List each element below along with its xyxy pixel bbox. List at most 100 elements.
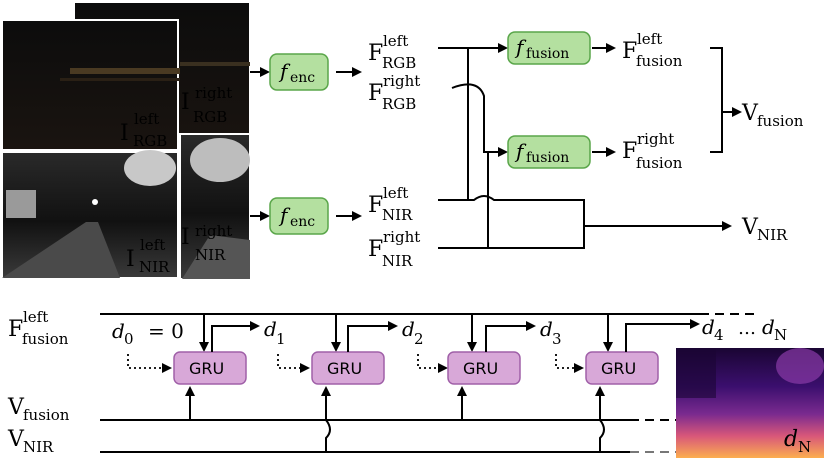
label-d0: d 0 = 0 — [112, 319, 184, 348]
svg-text:V: V — [7, 427, 25, 452]
svg-text:d: d — [762, 315, 775, 339]
rgb-left-image — [1, 19, 180, 151]
svg-text:I: I — [120, 121, 129, 146]
svg-text:GRU: GRU — [189, 359, 224, 378]
label-d3: d 3 — [540, 317, 562, 348]
svg-text:left: left — [23, 308, 48, 326]
svg-text:fusion: fusion — [526, 150, 569, 166]
svg-text:d: d — [264, 317, 277, 341]
label-d2: d 2 — [402, 317, 424, 348]
label-f-nir-right: F right NIR — [368, 228, 420, 270]
label-i-rgb-right: I right RGB — [181, 84, 232, 126]
svg-text:1: 1 — [276, 330, 286, 348]
label-f-rgb-right: F right RGB — [368, 72, 420, 113]
gru-box-2: GRU — [311, 351, 385, 385]
label-f-fusion-left-bottom: F left fusion — [8, 308, 69, 348]
svg-text:GRU: GRU — [327, 359, 362, 378]
label-v-nir-top: V NIR — [741, 215, 788, 244]
svg-text:fusion: fusion — [757, 112, 804, 130]
label-d1: d 1 — [264, 317, 286, 348]
svg-text:fusion: fusion — [636, 154, 683, 172]
svg-text:F: F — [368, 193, 383, 218]
svg-text:4: 4 — [714, 326, 724, 344]
svg-text:GRU: GRU — [463, 359, 498, 378]
svg-text:NIR: NIR — [757, 226, 788, 244]
fusion-box-bottom: f fusion — [507, 135, 591, 169]
label-d4: d 4 — [702, 315, 724, 344]
svg-text:RGB: RGB — [193, 108, 227, 126]
svg-text:left: left — [383, 184, 408, 202]
svg-text:left: left — [383, 32, 408, 50]
label-dn: … d N — [738, 315, 787, 344]
svg-text:d: d — [540, 317, 553, 341]
nir-left-image — [1, 150, 179, 279]
svg-text:N: N — [798, 438, 811, 456]
svg-text:enc: enc — [290, 214, 315, 230]
svg-text:NIR: NIR — [23, 438, 54, 456]
svg-text:V: V — [741, 101, 759, 126]
gru-box-1: GRU — [173, 351, 247, 385]
svg-text:2: 2 — [414, 330, 424, 348]
svg-text:3: 3 — [552, 330, 562, 348]
label-f-rgb-left: F left RGB — [368, 32, 416, 72]
svg-text:left: left — [140, 236, 165, 254]
svg-text:right: right — [383, 72, 420, 90]
label-v-fusion-top: V fusion — [741, 101, 804, 130]
label-dn-image: d N — [784, 427, 811, 456]
svg-text:RGB: RGB — [382, 95, 416, 113]
svg-text:enc: enc — [290, 70, 315, 86]
svg-text:F: F — [622, 139, 637, 164]
svg-text:right: right — [383, 228, 420, 246]
svg-text:GRU: GRU — [601, 359, 636, 378]
depth-map-image — [676, 348, 824, 458]
svg-text:d: d — [112, 319, 125, 343]
svg-text:F: F — [368, 41, 383, 66]
label-i-rgb-left: I left RGB — [120, 110, 167, 150]
svg-text:left: left — [134, 110, 159, 128]
svg-text:= 0: = 0 — [148, 319, 184, 343]
svg-text:fusion: fusion — [22, 330, 69, 348]
svg-text:d: d — [784, 427, 798, 452]
svg-text:N: N — [774, 326, 787, 344]
svg-text:0: 0 — [124, 330, 134, 348]
svg-text:d: d — [702, 315, 715, 339]
label-v-fusion-bottom: V fusion — [7, 395, 70, 424]
svg-text:RGB: RGB — [133, 132, 167, 150]
svg-text:V: V — [7, 395, 25, 420]
svg-text:I: I — [181, 225, 190, 250]
gru-box-4: GRU — [585, 351, 659, 385]
label-v-nir-bottom: V NIR — [7, 427, 54, 456]
svg-text:right: right — [195, 222, 232, 240]
svg-text:NIR: NIR — [139, 258, 170, 276]
nir-right-image — [179, 133, 251, 280]
svg-text:V: V — [741, 215, 759, 240]
svg-text:F: F — [8, 317, 23, 342]
svg-text:RGB: RGB — [382, 54, 416, 72]
label-f-fusion-left: F left fusion — [622, 30, 683, 70]
encoder-box-nir: f enc — [269, 197, 329, 235]
label-i-nir-right: I right NIR — [181, 222, 232, 264]
svg-text:NIR: NIR — [382, 206, 413, 224]
svg-text:fusion: fusion — [526, 46, 569, 62]
svg-text:F: F — [368, 237, 383, 262]
svg-text:NIR: NIR — [195, 246, 226, 264]
gru-box-3: GRU — [447, 351, 521, 385]
svg-text:F: F — [622, 39, 637, 64]
svg-text:I: I — [126, 247, 135, 272]
label-f-nir-left: F left NIR — [368, 184, 413, 224]
svg-text:fusion: fusion — [23, 406, 70, 424]
encoder-box-rgb: f enc — [269, 53, 329, 91]
svg-text:fusion: fusion — [636, 52, 683, 70]
label-i-nir-left: I left NIR — [126, 236, 170, 276]
svg-text:F: F — [368, 81, 383, 106]
fusion-box-top: f fusion — [507, 31, 591, 65]
svg-text:right: right — [637, 130, 674, 148]
svg-text:left: left — [637, 30, 662, 48]
svg-text:I: I — [181, 90, 190, 115]
svg-text:…: … — [738, 318, 756, 339]
svg-text:NIR: NIR — [382, 252, 413, 270]
label-f-fusion-right: F right fusion — [622, 130, 683, 172]
svg-text:d: d — [402, 317, 415, 341]
svg-text:right: right — [195, 84, 232, 102]
